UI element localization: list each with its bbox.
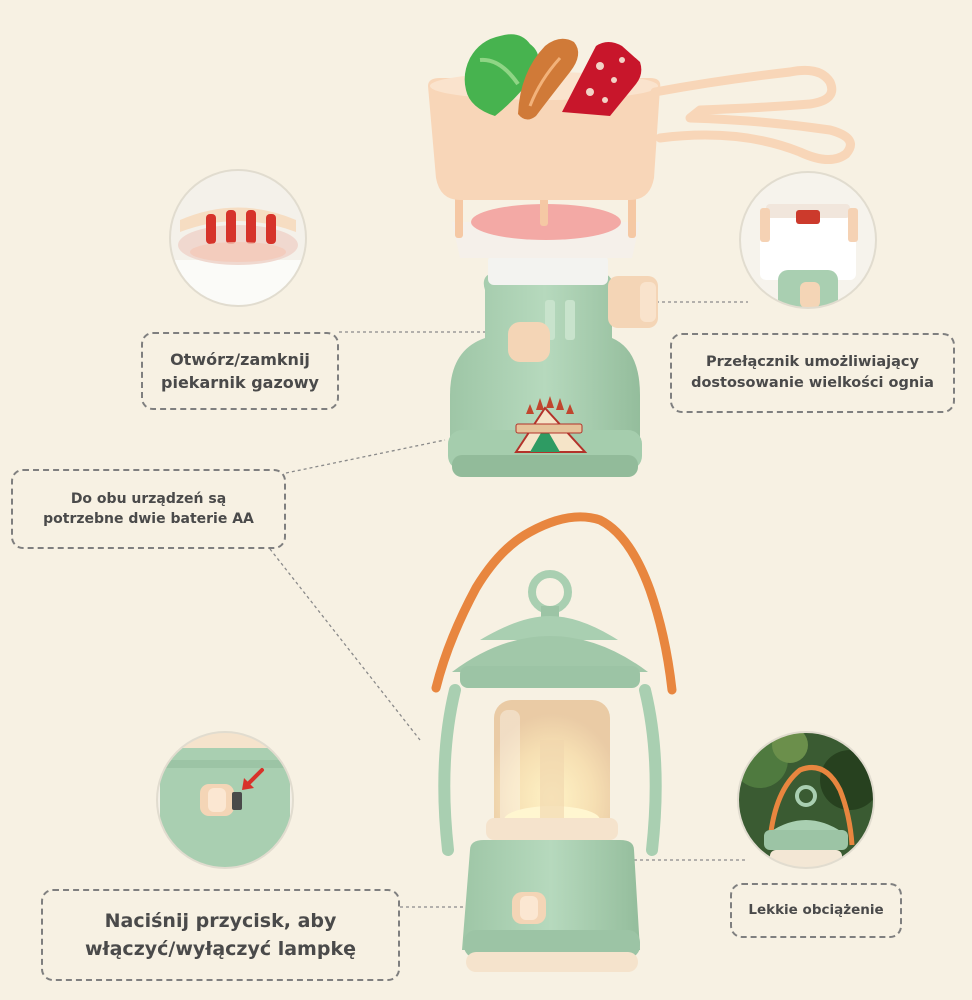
callout-batteries: Do obu urządzeń są potrzebne dwie bateri… <box>11 469 286 549</box>
callout-light-weight: Lekkie obciążenie <box>730 883 902 938</box>
callout-text: Naciśnij przycisk, aby <box>104 909 337 932</box>
toy-camping-lantern <box>431 512 677 972</box>
callout-lamp-button: Naciśnij przycisk, aby włączyć/wyłączyć … <box>41 889 400 981</box>
callout-text: Do obu urządzeń są <box>70 490 227 507</box>
callout-text: piekarnik gazowy <box>161 373 319 392</box>
callout-text: Otwórz/zamknij <box>170 349 310 369</box>
camp-logo-emblem <box>514 396 588 453</box>
callout-text: włączyć/wyłączyć lampkę <box>85 938 356 960</box>
toy-gas-stove <box>428 34 855 477</box>
inset-lightweight-closeup <box>737 731 875 869</box>
red-arrow-indicator <box>242 768 264 790</box>
callout-gas-stove-toggle: Otwórz/zamknij piekarnik gazowy <box>141 332 339 410</box>
callout-text: Lekkie obciążenie <box>748 901 884 918</box>
inset-flame-switch-closeup <box>739 171 877 309</box>
callout-flame-size-switch: Przełącznik umożliwiający dostosowanie w… <box>670 333 955 413</box>
callout-text: potrzebne dwie baterie AA <box>43 511 254 527</box>
inset-burner-closeup <box>169 169 307 307</box>
callout-text: dostosowanie wielkości ognia <box>691 375 934 391</box>
callout-text: Przełącznik umożliwiający <box>706 353 919 370</box>
inset-lamp-button-closeup <box>156 731 294 869</box>
